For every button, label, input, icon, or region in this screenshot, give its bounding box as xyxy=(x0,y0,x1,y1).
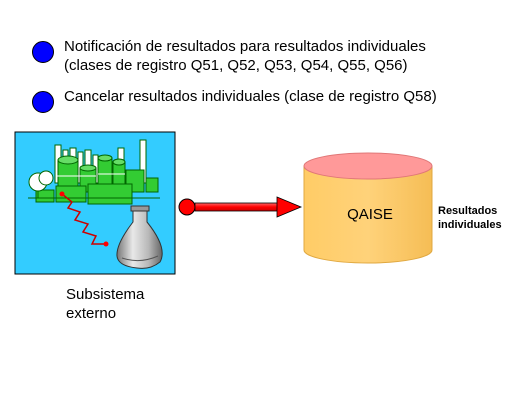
results-label-line1: Resultados xyxy=(438,205,498,217)
external-system-label-line2: externo xyxy=(66,305,117,322)
results-label-line2: individuales xyxy=(438,219,502,231)
flask-icon xyxy=(116,205,163,269)
bullet-text: Notificación de resultados para resultad… xyxy=(64,37,426,75)
bullet-dot-icon xyxy=(32,41,54,63)
external-system-label: Subsistema externo xyxy=(66,285,144,323)
external-system-label-line1: Subsistema xyxy=(66,286,145,303)
flow-arrow xyxy=(178,196,303,218)
factory-icon xyxy=(28,139,160,205)
bullet-dot-icon xyxy=(32,91,54,113)
database-cylinder-icon xyxy=(303,152,433,264)
bullet-line: Notificación de resultados para resultad… xyxy=(64,38,426,55)
bullet-line: (clases de registro Q51, Q52, Q53, Q54, … xyxy=(64,57,408,74)
bullet-item-notification: Notificación de resultados para resultad… xyxy=(32,37,426,75)
tree-icon xyxy=(28,170,54,198)
arrow-start-dot xyxy=(178,198,196,216)
bullet-item-cancel: Cancelar resultados individuales (clase … xyxy=(32,87,437,113)
arrowhead-icon xyxy=(276,196,303,218)
database-label: QAISE xyxy=(347,206,393,223)
signal-zigzag-icon xyxy=(59,191,109,247)
bullet-text: Cancelar resultados individuales (clase … xyxy=(64,87,437,106)
arrow-shaft xyxy=(194,202,280,212)
results-label: Resultados individuales xyxy=(438,204,502,232)
bullet-line: Cancelar resultados individuales (clase … xyxy=(64,88,437,105)
database-top xyxy=(303,152,433,180)
external-system-icon xyxy=(14,131,176,275)
